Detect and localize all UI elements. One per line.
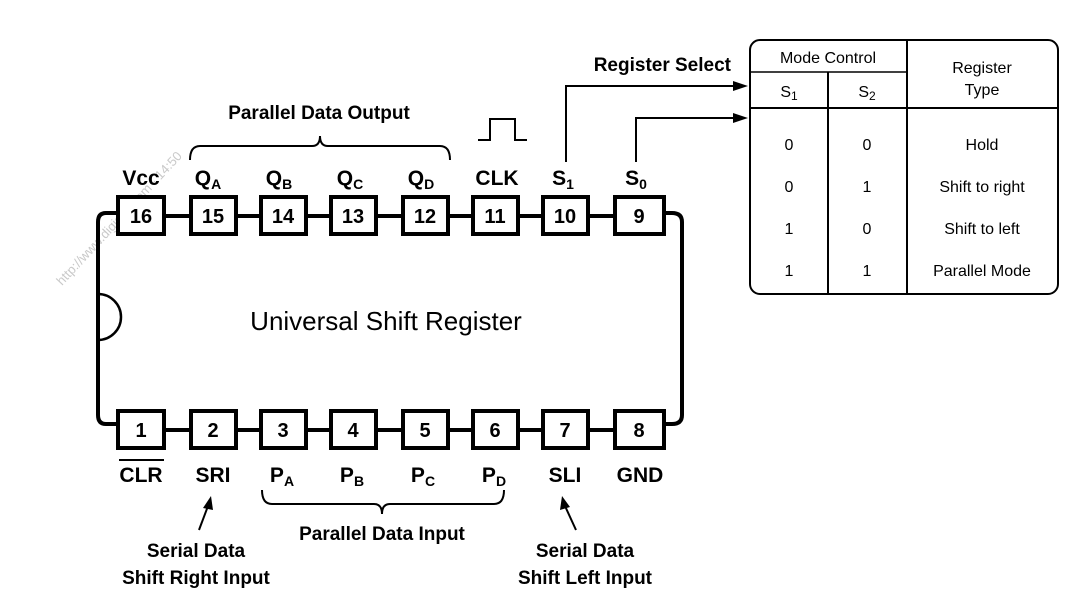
pin-box — [259, 409, 308, 450]
pin-label-sli: SLI — [549, 464, 582, 487]
output-brace — [189, 135, 451, 161]
pin-number: 4 — [347, 420, 359, 442]
clock-pulse-icon — [478, 118, 527, 141]
pin-label-clr: CLR — [119, 464, 162, 487]
pin-label-s1: S1 — [552, 167, 574, 192]
parallel-output-label: Parallel Data Output — [228, 103, 410, 124]
pin-number: 11 — [484, 206, 505, 228]
row-right-type: Shift to right — [939, 179, 1025, 196]
arrow-head-icon — [733, 81, 748, 91]
parallel-input-label: Parallel Data Input — [299, 524, 465, 545]
pin-number: 14 — [272, 206, 295, 228]
pin-box — [401, 409, 450, 450]
pin-box — [116, 195, 166, 236]
pin-box — [613, 409, 666, 450]
pin-label-sri: SRI — [195, 464, 230, 487]
pin-label-qa: QA — [195, 167, 221, 192]
pin-number: 12 — [414, 206, 436, 228]
register-select-label: Register Select — [594, 55, 732, 76]
row-left-s2: 0 — [863, 221, 872, 238]
pin-box — [471, 195, 520, 236]
row-hold-type: Hold — [966, 137, 999, 154]
pin-label-vcc: Vcc — [122, 167, 160, 190]
row-parallel-s2: 1 — [863, 263, 872, 280]
pin-label-qb: QB — [266, 167, 292, 192]
pin-label-pb: PB — [340, 464, 364, 489]
chip-title: Universal Shift Register — [250, 306, 522, 336]
pin-number: 3 — [277, 420, 288, 442]
pin-box — [471, 409, 520, 450]
serial-right-label-line2: Shift Right Input — [122, 568, 270, 589]
pin-box — [259, 195, 308, 236]
arrow-head-icon — [733, 113, 748, 123]
pin-number: 1 — [135, 420, 146, 442]
pin-number: 5 — [419, 420, 430, 442]
row-right-s2: 1 — [863, 179, 872, 196]
input-brace — [261, 489, 505, 515]
pin-box — [329, 409, 378, 450]
chip-body — [96, 211, 684, 426]
pin-box — [541, 195, 590, 236]
pin-number: 9 — [633, 206, 644, 228]
top-pin-row: 16 15 14 13 12 11 10 9 Vcc QA QB QC QD C… — [116, 167, 666, 236]
pin-box — [329, 195, 378, 236]
serial-left-label-line1: Serial Data — [536, 541, 635, 562]
col-s1-header: S1 — [780, 84, 798, 103]
pin-number: 6 — [489, 420, 500, 442]
pin-number: 8 — [633, 420, 644, 442]
row-parallel-type: Parallel Mode — [933, 263, 1031, 280]
pin-number: 7 — [559, 420, 570, 442]
pin-label-pa: PA — [270, 464, 294, 489]
pin-box — [116, 409, 166, 450]
mode-table-frame — [749, 39, 1059, 295]
row-hold-s2: 0 — [863, 137, 872, 154]
pin-label-pd: PD — [482, 464, 506, 489]
pin-label-qd: QD — [408, 167, 434, 192]
s0-select-line — [635, 117, 733, 162]
row-hold-s1: 0 — [785, 137, 794, 154]
pin-box — [189, 409, 238, 450]
register-type-header-line1: Register — [952, 60, 1012, 77]
pin-box — [401, 195, 450, 236]
mode-control-header: Mode Control — [780, 50, 876, 67]
s1-select-line — [565, 85, 733, 162]
pin-number: 10 — [554, 206, 576, 228]
pin-number: 15 — [202, 206, 224, 228]
arrow-head-icon — [203, 496, 213, 510]
serial-left-arrow — [564, 505, 577, 531]
bottom-pin-row: 1 2 3 4 5 6 7 8 CLR SRI PA PB PC PD SLI … — [116, 409, 666, 489]
pin-box — [541, 409, 590, 450]
row-left-s1: 1 — [785, 221, 794, 238]
chip-notch — [97, 292, 123, 342]
pin-number: 16 — [130, 206, 152, 228]
pin-box — [189, 195, 238, 236]
pin-number: 13 — [342, 206, 364, 228]
pin-number: 2 — [207, 420, 218, 442]
pin-label-gnd: GND — [617, 464, 664, 487]
pin-label-pc: PC — [411, 464, 435, 489]
row-right-s1: 0 — [785, 179, 794, 196]
mode-table: Mode Control Register Type S1 S2 0 0 Hol… — [749, 39, 1059, 295]
pin-box — [613, 195, 666, 236]
row-parallel-s1: 1 — [785, 263, 794, 280]
serial-right-arrow — [198, 505, 209, 531]
serial-right-label-line1: Serial Data — [147, 541, 246, 562]
pin-label-qc: QC — [337, 167, 363, 192]
row-left-type: Shift to left — [944, 221, 1020, 238]
register-type-header-line2: Type — [965, 82, 1000, 99]
col-s2-header: S2 — [858, 84, 876, 103]
serial-left-label-line2: Shift Left Input — [518, 568, 653, 589]
pin-label-clk: CLK — [475, 167, 518, 190]
pin-label-s0: S0 — [625, 167, 647, 192]
arrow-head-icon — [560, 496, 570, 510]
